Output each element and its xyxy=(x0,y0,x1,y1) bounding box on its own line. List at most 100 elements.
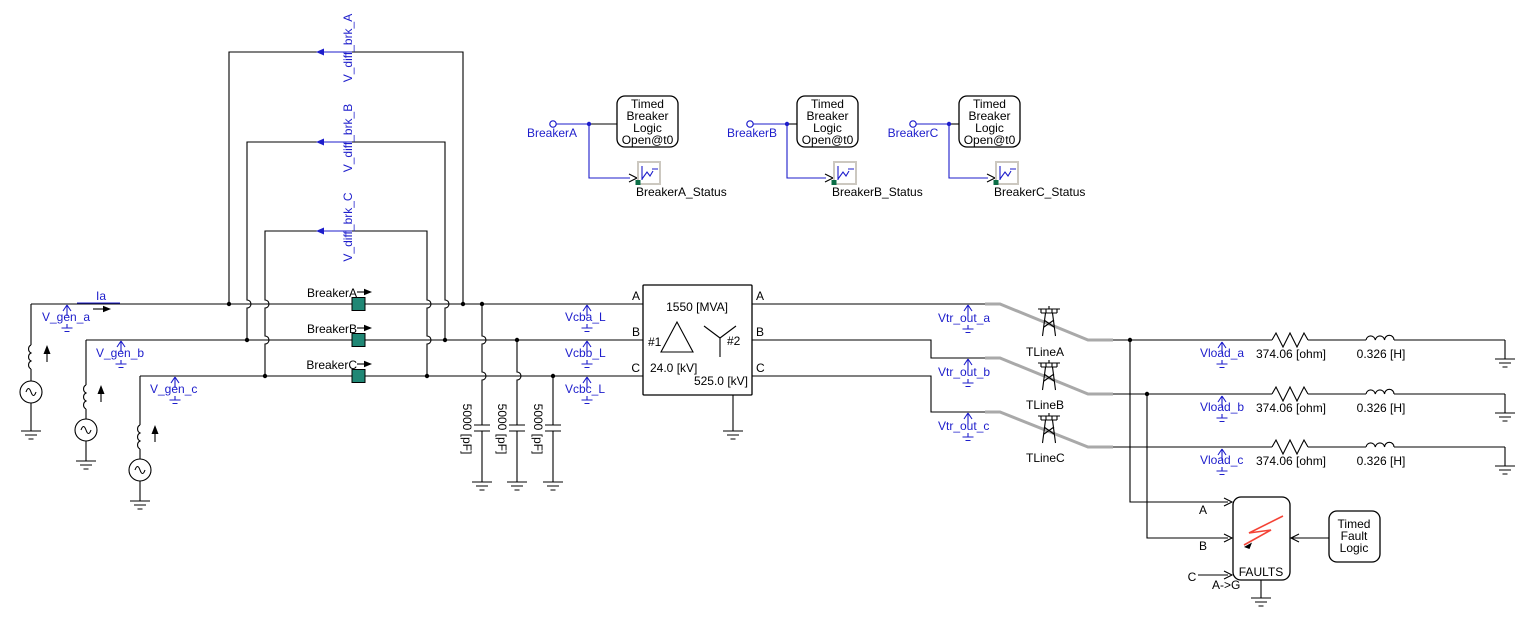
vload-c-meter[interactable]: Vload_c xyxy=(1200,448,1243,476)
transformer-body xyxy=(642,284,753,396)
vdiff-meter-b[interactable]: V_diff_brk_B xyxy=(246,104,450,340)
breaker-signal-b[interactable]: BreakerB xyxy=(727,120,826,179)
timed-fault-logic-block[interactable]: Timed Fault Logic xyxy=(1290,510,1381,563)
vcba-meter[interactable]: Vcba_L xyxy=(565,304,606,333)
vgen-c-meter[interactable]: V_gen_c xyxy=(150,376,197,405)
plot-meter-icon xyxy=(830,161,857,186)
tbl-line-1: Timed xyxy=(631,97,664,111)
generator-c[interactable] xyxy=(128,376,160,510)
timed-breaker-logic-c[interactable]: Timed Breaker Logic Open@t0 xyxy=(958,95,1021,148)
fault-wiring[interactable]: A B C A->G xyxy=(1129,340,1240,592)
vcba-label: Vcba_L xyxy=(565,310,606,324)
timed-breaker-logic-b[interactable]: Timed Breaker Logic Open@t0 xyxy=(796,95,859,148)
tbl-line-3: Logic xyxy=(633,121,662,135)
breaker-a[interactable]: BreakerA xyxy=(307,286,372,311)
resistor-icon xyxy=(1271,439,1309,455)
vtr-out-c-meter[interactable]: Vtr_out_c xyxy=(938,412,989,442)
breaker-b-status-label: BreakerB_Status xyxy=(832,185,923,199)
vload-a-meter[interactable]: Vload_a xyxy=(1200,341,1244,369)
tline-a-label: TLineA xyxy=(1026,345,1064,359)
vdiff-arrow-icon xyxy=(316,227,324,235)
load-b[interactable]: 374.06 [ohm] 0.326 [H] xyxy=(1256,386,1516,422)
load-c-inductance: 0.326 [H] xyxy=(1357,454,1406,468)
faults-block[interactable]: FAULTS xyxy=(1232,496,1291,607)
fault-bolt-arrow-icon xyxy=(1244,542,1252,549)
capacitor-a[interactable]: 5000 [pF] xyxy=(460,304,493,491)
tfl-line-3: Logic xyxy=(1340,541,1369,555)
terminal-left-c: C xyxy=(631,361,640,375)
breaker-b-label: BreakerB xyxy=(307,322,357,336)
capacitor-b-value: 5000 [pF] xyxy=(495,404,509,455)
generator-a[interactable] xyxy=(19,304,52,440)
vcbb-meter[interactable]: Vcbb_L xyxy=(565,340,606,369)
generator-b[interactable] xyxy=(74,340,106,470)
ia-current-meter[interactable]: Ia xyxy=(77,289,120,313)
ground-icon xyxy=(1494,406,1516,422)
winding1-label: #1 xyxy=(648,335,662,349)
capacitor-b[interactable]: 5000 [pF] xyxy=(495,340,528,491)
plot-meter-icon xyxy=(634,161,661,186)
junction-dots xyxy=(226,301,1150,397)
vtr-out-a-meter[interactable]: Vtr_out_a xyxy=(938,304,990,334)
tline-a[interactable]: TLineA xyxy=(985,302,1113,359)
vload-c-label: Vload_c xyxy=(1200,453,1243,467)
load-c-resistance: 374.06 [ohm] xyxy=(1256,454,1326,468)
voltmeter-ground-icon xyxy=(580,359,594,369)
breaker-signal-a[interactable]: BreakerA xyxy=(527,120,630,179)
delta-winding-icon xyxy=(660,320,694,353)
breaker-c[interactable]: BreakerC xyxy=(306,358,372,383)
load-a[interactable]: 374.06 [ohm] 0.326 [H] xyxy=(1256,332,1516,368)
timed-breaker-logic-body xyxy=(616,95,679,148)
vgen-a-label: V_gen_a xyxy=(42,310,90,324)
tline-c-label: TLineC xyxy=(1026,451,1065,465)
breaker-a-signal-label: BreakerA xyxy=(527,126,577,140)
vtr-out-b-meter[interactable]: Vtr_out_b xyxy=(938,358,990,388)
inductor-icon xyxy=(1365,334,1395,341)
vdiff-meter-c[interactable]: V_diff_brk_C xyxy=(264,192,432,376)
load-c[interactable]: 374.06 [ohm] 0.326 [H] xyxy=(1256,439,1516,475)
vdiff-meter-a[interactable]: V_diff_brk_A xyxy=(228,14,464,304)
vdiff-a-label: V_diff_brk_A xyxy=(341,14,355,83)
tbl-line-2: Breaker xyxy=(626,109,668,123)
capacitor-c[interactable]: 5000 [pF] xyxy=(531,376,564,491)
timed-fault-logic-body xyxy=(1328,510,1381,563)
vcbc-meter[interactable]: Vcbc_L xyxy=(565,376,605,405)
ground-icon xyxy=(1494,352,1516,368)
fault-input-c: C xyxy=(1188,570,1197,584)
breaker-a-label: BreakerA xyxy=(307,286,357,300)
breaker-signal-c[interactable]: BreakerC xyxy=(888,120,988,179)
timed-breaker-logic-a[interactable]: Timed Breaker Logic Open@t0 xyxy=(616,95,679,148)
transformer[interactable]: A B C 1550 [MVA] #1 #2 24.0 [kV] 525.0 [… xyxy=(631,284,765,440)
terminal-left-b: B xyxy=(632,325,640,339)
faults-title: FAULTS xyxy=(1239,565,1283,579)
voltmeter-ground-icon xyxy=(961,432,975,442)
status-meter-b[interactable]: BreakerB_Status xyxy=(824,161,923,199)
vgen-b-meter[interactable]: V_gen_b xyxy=(96,340,144,369)
tline-b[interactable]: TLineB xyxy=(985,356,1113,412)
vload-b-meter[interactable]: Vload_b xyxy=(1200,395,1244,423)
breaker-b[interactable]: BreakerB xyxy=(307,322,372,347)
vdiff-arrow-icon xyxy=(316,48,324,56)
capacitor-a-value: 5000 [pF] xyxy=(460,404,474,455)
status-meter-a[interactable]: BreakerA_Status xyxy=(628,161,727,199)
vgen-a-meter[interactable]: V_gen_a xyxy=(42,304,90,333)
ground-icon xyxy=(542,475,564,491)
vgen-c-label: V_gen_c xyxy=(150,382,197,396)
voltage2-label: 525.0 [kV] xyxy=(694,374,748,388)
fault-input-b: B xyxy=(1199,539,1207,553)
phase-wires[interactable] xyxy=(31,303,1272,448)
inductor-icon xyxy=(1365,441,1395,448)
tbl-line-4: Open@t0 xyxy=(964,133,1016,147)
tbl-line-1: Timed xyxy=(811,97,844,111)
voltmeter-ground-icon xyxy=(168,395,182,405)
vdiff-c-label: V_diff_brk_C xyxy=(341,192,355,261)
tbl-line-3: Logic xyxy=(975,121,1004,135)
current-direction-arrow-icon xyxy=(103,305,111,313)
voltage1-label: 24.0 [kV] xyxy=(650,361,697,375)
ground-icon xyxy=(1250,591,1272,607)
tbl-line-3: Logic xyxy=(813,121,842,135)
vtr-out-a-label: Vtr_out_a xyxy=(938,311,990,325)
tline-c[interactable]: TLineC xyxy=(985,410,1113,465)
vtr-out-c-label: Vtr_out_c xyxy=(938,419,989,433)
status-meter-c[interactable]: BreakerC_Status xyxy=(986,161,1085,199)
